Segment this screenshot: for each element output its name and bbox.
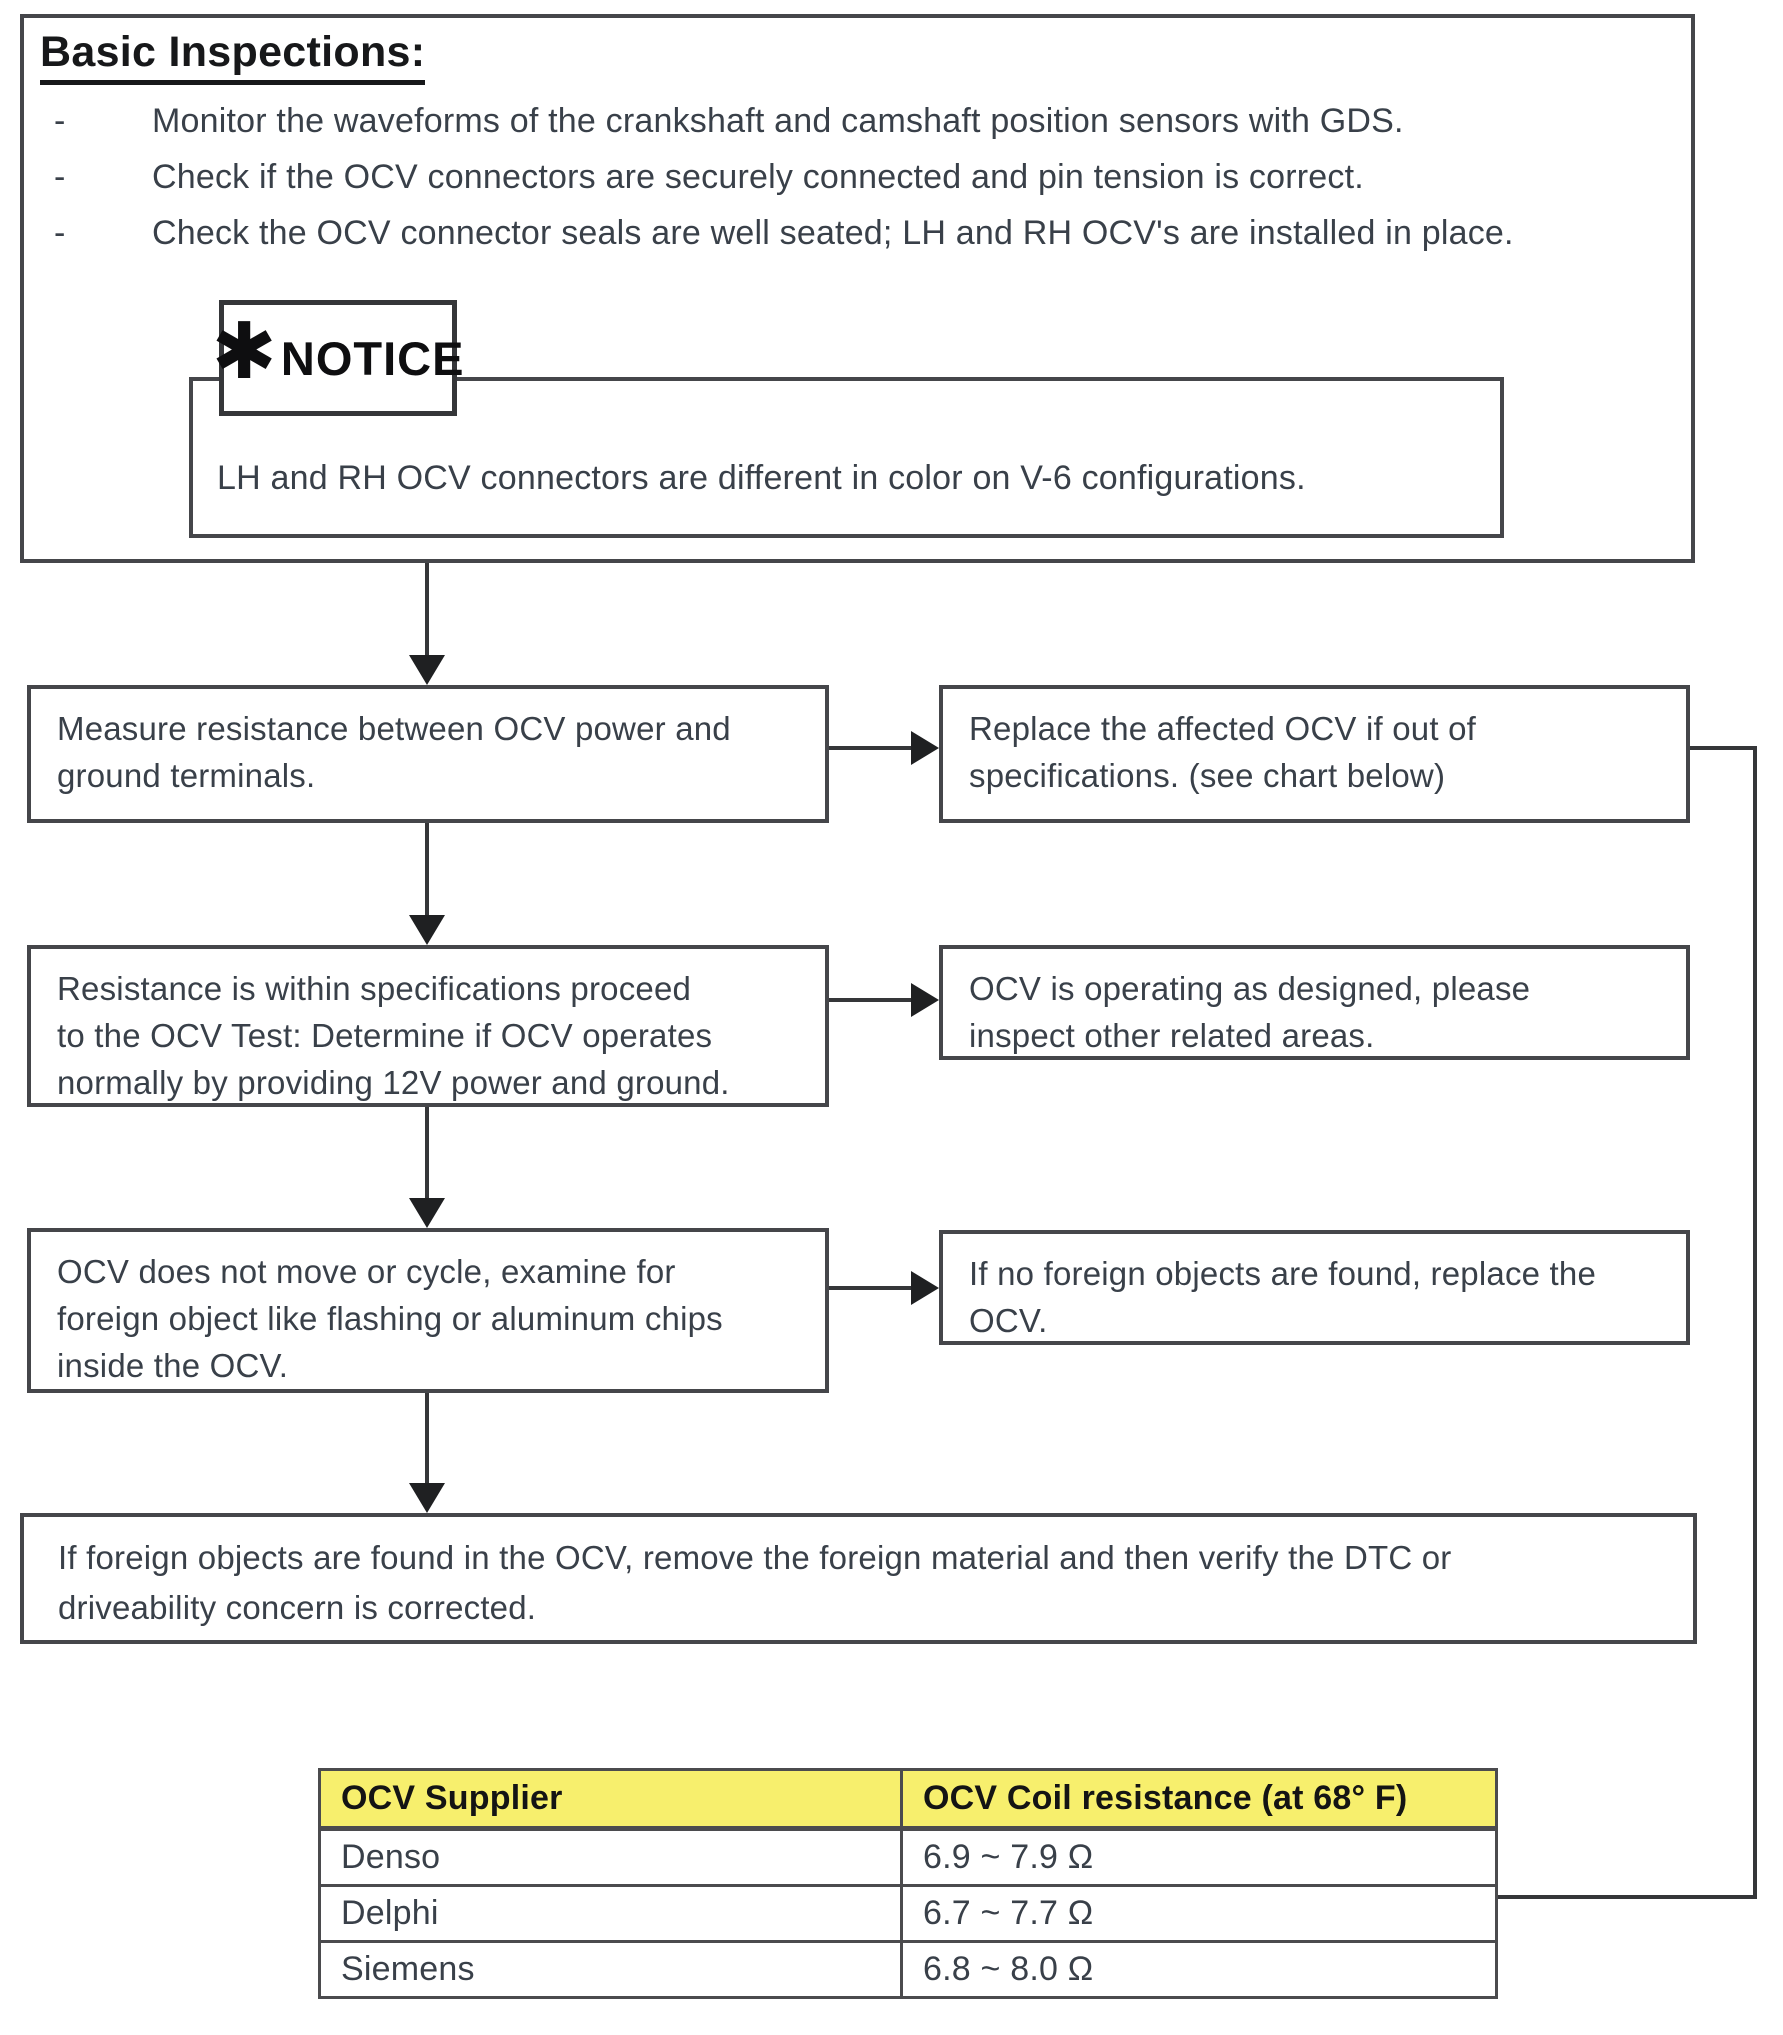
arrowhead-down-icon xyxy=(409,1198,445,1228)
flow-box-remove-foreign-material: If foreign objects are found in the OCV,… xyxy=(20,1513,1697,1644)
bullet-text: Check if the OCV connectors are securely… xyxy=(152,158,1364,196)
connector-line xyxy=(829,746,912,750)
arrow-line xyxy=(425,823,429,915)
basic-inspections-title: Basic Inspections: xyxy=(40,28,426,85)
flow-box-operating-as-designed: OCV is operating as designed, please ins… xyxy=(939,945,1690,1060)
flow-box-examine-foreign-object: OCV does not move or cycle, examine for … xyxy=(27,1228,829,1393)
connector-line xyxy=(1690,746,1757,750)
bullet-dash-icon: - xyxy=(54,158,66,196)
bullet-item: - Monitor the waveforms of the crankshaf… xyxy=(24,102,1624,152)
table-cell-resistance: 6.8 ~ 8.0 Ω xyxy=(900,1940,1498,1999)
flow-box-text: If foreign objects are found in the OCV,… xyxy=(58,1539,1452,1626)
bullet-item: - Check the OCV connector seals are well… xyxy=(24,214,1624,264)
arrowhead-down-icon xyxy=(409,655,445,685)
flow-box-measure-resistance: Measure resistance between OCV power and… xyxy=(27,685,829,823)
arrow-line xyxy=(425,1393,429,1483)
table-cell-resistance: 6.7 ~ 7.7 Ω xyxy=(900,1884,1498,1943)
flow-box-text: Resistance is within specifications proc… xyxy=(57,970,730,1101)
flow-box-text: OCV does not move or cycle, examine for … xyxy=(57,1253,723,1384)
bullet-text: Check the OCV connector seals are well s… xyxy=(152,214,1514,252)
notice-box: LH and RH OCV connectors are different i… xyxy=(189,377,1504,538)
connector-line xyxy=(829,998,912,1002)
bullet-text: Monitor the waveforms of the crankshaft … xyxy=(152,102,1404,140)
table-cell-resistance: 6.9 ~ 7.9 Ω xyxy=(900,1827,1498,1887)
arrowhead-right-icon xyxy=(911,983,939,1017)
arrowhead-down-icon xyxy=(409,915,445,945)
bullet-dash-icon: - xyxy=(54,102,66,140)
notice-text: LH and RH OCV connectors are different i… xyxy=(217,459,1306,497)
connector-line xyxy=(829,1286,912,1290)
flow-box-text: If no foreign objects are found, replace… xyxy=(969,1255,1597,1339)
ocv-spec-table: OCV Supplier OCV Coil resistance (at 68°… xyxy=(318,1768,1498,1999)
table-header-resistance: OCV Coil resistance (at 68° F) xyxy=(900,1768,1498,1831)
table-row: Siemens 6.8 ~ 8.0 Ω xyxy=(318,1940,1498,1999)
connector-line xyxy=(1753,746,1757,1899)
flow-box-no-foreign-objects: If no foreign objects are found, replace… xyxy=(939,1230,1690,1345)
table-header-supplier: OCV Supplier xyxy=(318,1768,903,1831)
flow-box-ocv-test: Resistance is within specifications proc… xyxy=(27,945,829,1107)
table-cell-supplier: Denso xyxy=(318,1827,903,1887)
notice-label-box: ✱ NOTICE xyxy=(212,300,463,416)
arrowhead-right-icon xyxy=(911,1271,939,1305)
bullet-dash-icon: - xyxy=(54,214,66,252)
table-cell-supplier: Delphi xyxy=(318,1884,903,1943)
flow-box-text: Measure resistance between OCV power and… xyxy=(57,710,731,794)
connector-line xyxy=(1483,1895,1757,1899)
table-row: Delphi 6.7 ~ 7.7 Ω xyxy=(318,1884,1498,1943)
table-row: Denso 6.9 ~ 7.9 Ω xyxy=(318,1827,1498,1887)
arrow-line xyxy=(425,1107,429,1198)
table-header-row: OCV Supplier OCV Coil resistance (at 68°… xyxy=(318,1768,1498,1831)
arrowhead-down-icon xyxy=(409,1483,445,1513)
arrow-line xyxy=(425,563,429,655)
flow-box-text: OCV is operating as designed, please ins… xyxy=(969,970,1531,1054)
table-cell-supplier: Siemens xyxy=(318,1940,903,1999)
flow-box-replace-ocv: Replace the affected OCV if out of speci… xyxy=(939,685,1690,823)
basic-inspections-box: Basic Inspections: - Monitor the wavefor… xyxy=(20,14,1695,563)
bullet-item: - Check if the OCV connectors are secure… xyxy=(24,158,1624,208)
notice-label: NOTICE xyxy=(280,331,465,385)
flow-box-text: Replace the affected OCV if out of speci… xyxy=(969,710,1476,794)
arrowhead-right-icon xyxy=(911,731,939,765)
